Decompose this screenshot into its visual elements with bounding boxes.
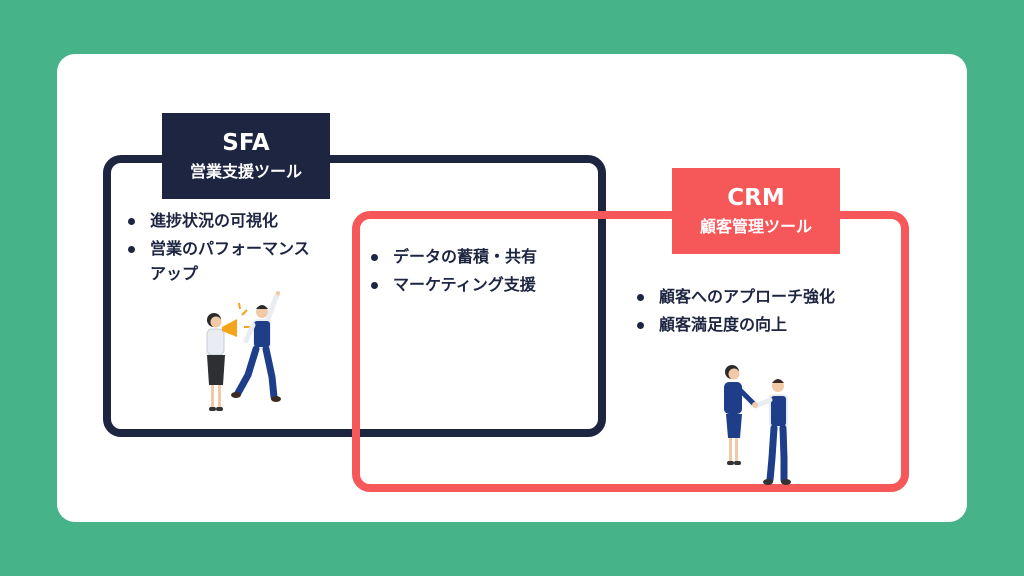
handshake-icon: [724, 365, 791, 485]
list-item-text: 顧客へのアプローチ強化: [659, 287, 836, 306]
crm-subtitle: 顧客管理ツール: [699, 217, 812, 236]
list-item: データの蓄積・共有: [367, 244, 597, 269]
sfa-title: SFA: [222, 130, 270, 156]
list-item-text: マーケティング支援: [393, 275, 536, 294]
list-item-text: 顧客満足度の向上: [659, 315, 788, 334]
crm-feature-list: 顧客へのアプローチ強化 顧客満足度の向上: [633, 284, 903, 340]
sfa-feature-list: 進捗状況の可視化 営業のパフォーマンスアップ: [124, 208, 324, 289]
list-item: 進捗状況の可視化: [124, 208, 324, 233]
crm-title: CRM: [727, 185, 785, 211]
list-item: 顧客へのアプローチ強化: [633, 284, 903, 309]
sfa-label: SFA 営業支援ツール: [162, 113, 330, 199]
list-item-text: 営業のパフォーマンスアップ: [150, 239, 310, 283]
crm-label: CRM 顧客管理ツール: [672, 168, 840, 254]
people-cheering-icon: [206, 291, 281, 411]
list-item: 営業のパフォーマンスアップ: [124, 236, 324, 286]
sfa-subtitle: 営業支援ツール: [189, 162, 302, 181]
crm-region: [352, 211, 909, 492]
list-item-text: データの蓄積・共有: [393, 247, 538, 266]
list-item: 顧客満足度の向上: [633, 312, 903, 337]
list-item: マーケティング支援: [367, 272, 597, 297]
list-item-text: 進捗状況の可視化: [150, 211, 279, 230]
shared-feature-list: データの蓄積・共有 マーケティング支援: [367, 244, 597, 300]
